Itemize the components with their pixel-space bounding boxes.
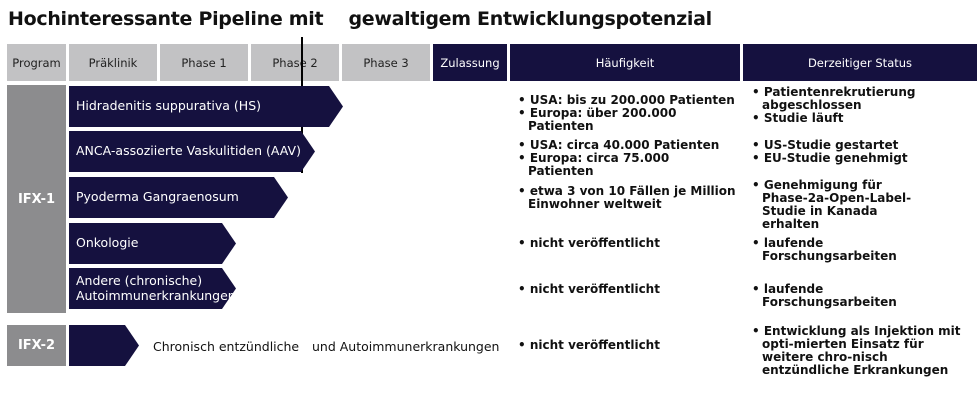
status-item: • laufende Forschungsarbeiten xyxy=(752,236,897,263)
header-phase-1: Phase 1 xyxy=(160,44,248,81)
status-cell: • US-Studie gestartet• EU-Studie genehmi… xyxy=(752,139,952,165)
frequency-item: • etwa 3 von 10 Fällen je Million Einwoh… xyxy=(518,184,736,211)
frequency-cell: • etwa 3 von 10 Fällen je Million Einwoh… xyxy=(518,185,738,211)
status-item: • Studie läuft xyxy=(752,111,844,125)
indication-bar: Onkologie xyxy=(69,223,236,264)
status-item: • Entwicklung als Injektion mit opti-mie… xyxy=(752,324,961,377)
status-item: • Patientenrekrutierung abgeschlossen xyxy=(752,85,916,112)
indication-bar: ANCA-assoziierte Vaskulitiden (AAV) xyxy=(69,131,315,172)
frequency-cell: • nicht veröffentlicht xyxy=(518,237,738,250)
indication-label: Onkologie xyxy=(76,235,139,251)
frequency-cell: • nicht veröffentlicht xyxy=(518,283,738,296)
frequency-cell: • USA: circa 40.000 Patienten• Europa: c… xyxy=(518,139,738,178)
indication-bar xyxy=(69,325,139,366)
status-cell: • Genehmigung für Phase-2a-Open-Label-St… xyxy=(752,179,927,231)
header-zulassung: Zulassung xyxy=(433,44,507,81)
program-label-ifx-1: IFX-1 xyxy=(7,85,66,313)
header-phase-3: Phase 3 xyxy=(342,44,430,81)
indication-bar: Pyoderma Gangraenosum xyxy=(69,177,288,218)
indication-label: Andere (chronische) Autoimmunerkrankunge… xyxy=(76,273,236,303)
frequency-item: • USA: circa 40.000 Patienten xyxy=(518,138,720,152)
header-phase-2: Phase 2 xyxy=(251,44,339,81)
status-item: • Genehmigung für Phase-2a-Open-Label-St… xyxy=(752,178,912,231)
status-cell: • laufende Forschungsarbeiten xyxy=(752,237,952,263)
frequency-item: • nicht veröffentlicht xyxy=(518,282,660,296)
frequency-item: • nicht veröffentlicht xyxy=(518,338,660,352)
indication-label-part1: Chronisch entzündliche xyxy=(153,339,300,354)
frequency-item: • nicht veröffentlicht xyxy=(518,236,660,250)
status-cell: • laufende Forschungsarbeiten xyxy=(752,283,952,309)
indication-label: Pyoderma Gangraenosum xyxy=(76,189,239,205)
frequency-cell: • nicht veröffentlicht xyxy=(518,339,738,352)
header-program: Program xyxy=(7,44,66,81)
status-cell: • Patientenrekrutierung abgeschlossen• S… xyxy=(752,86,952,125)
frequency-item: • USA: bis zu 200.000 Patienten xyxy=(518,93,735,107)
frequency-cell: • USA: bis zu 200.000 Patienten• Europa:… xyxy=(518,94,738,133)
status-cell: • Entwicklung als Injektion mit opti-mie… xyxy=(752,325,970,377)
header-praeklinik: Präklinik xyxy=(69,44,157,81)
status-item: • laufende Forschungsarbeiten xyxy=(752,282,897,309)
frequency-item: • Europa: circa 75.000 Patienten xyxy=(518,151,670,178)
status-item: • US-Studie gestartet xyxy=(752,138,899,152)
indication-label: Hidradenitis suppurativa (HS) xyxy=(76,98,262,114)
header-haeufigkeit: Häufigkeit xyxy=(510,44,740,81)
indication-label-part2: und Autoimmunerkrankungen xyxy=(312,339,500,354)
frequency-item: • Europa: über 200.000 Patienten xyxy=(518,106,677,133)
program-label-ifx-2: IFX-2 xyxy=(7,325,66,366)
indication-bar: Andere (chronische) Autoimmunerkrankunge… xyxy=(69,268,236,309)
header-status: Derzeitiger Status xyxy=(743,44,977,81)
indication-bar: Hidradenitis suppurativa (HS) xyxy=(69,86,343,127)
status-item: • EU-Studie genehmigt xyxy=(752,151,908,165)
page-title: Hochinteressante Pipeline mit gewaltigem… xyxy=(8,8,712,30)
indication-label: ANCA-assoziierte Vaskulitiden (AAV) xyxy=(76,143,301,159)
